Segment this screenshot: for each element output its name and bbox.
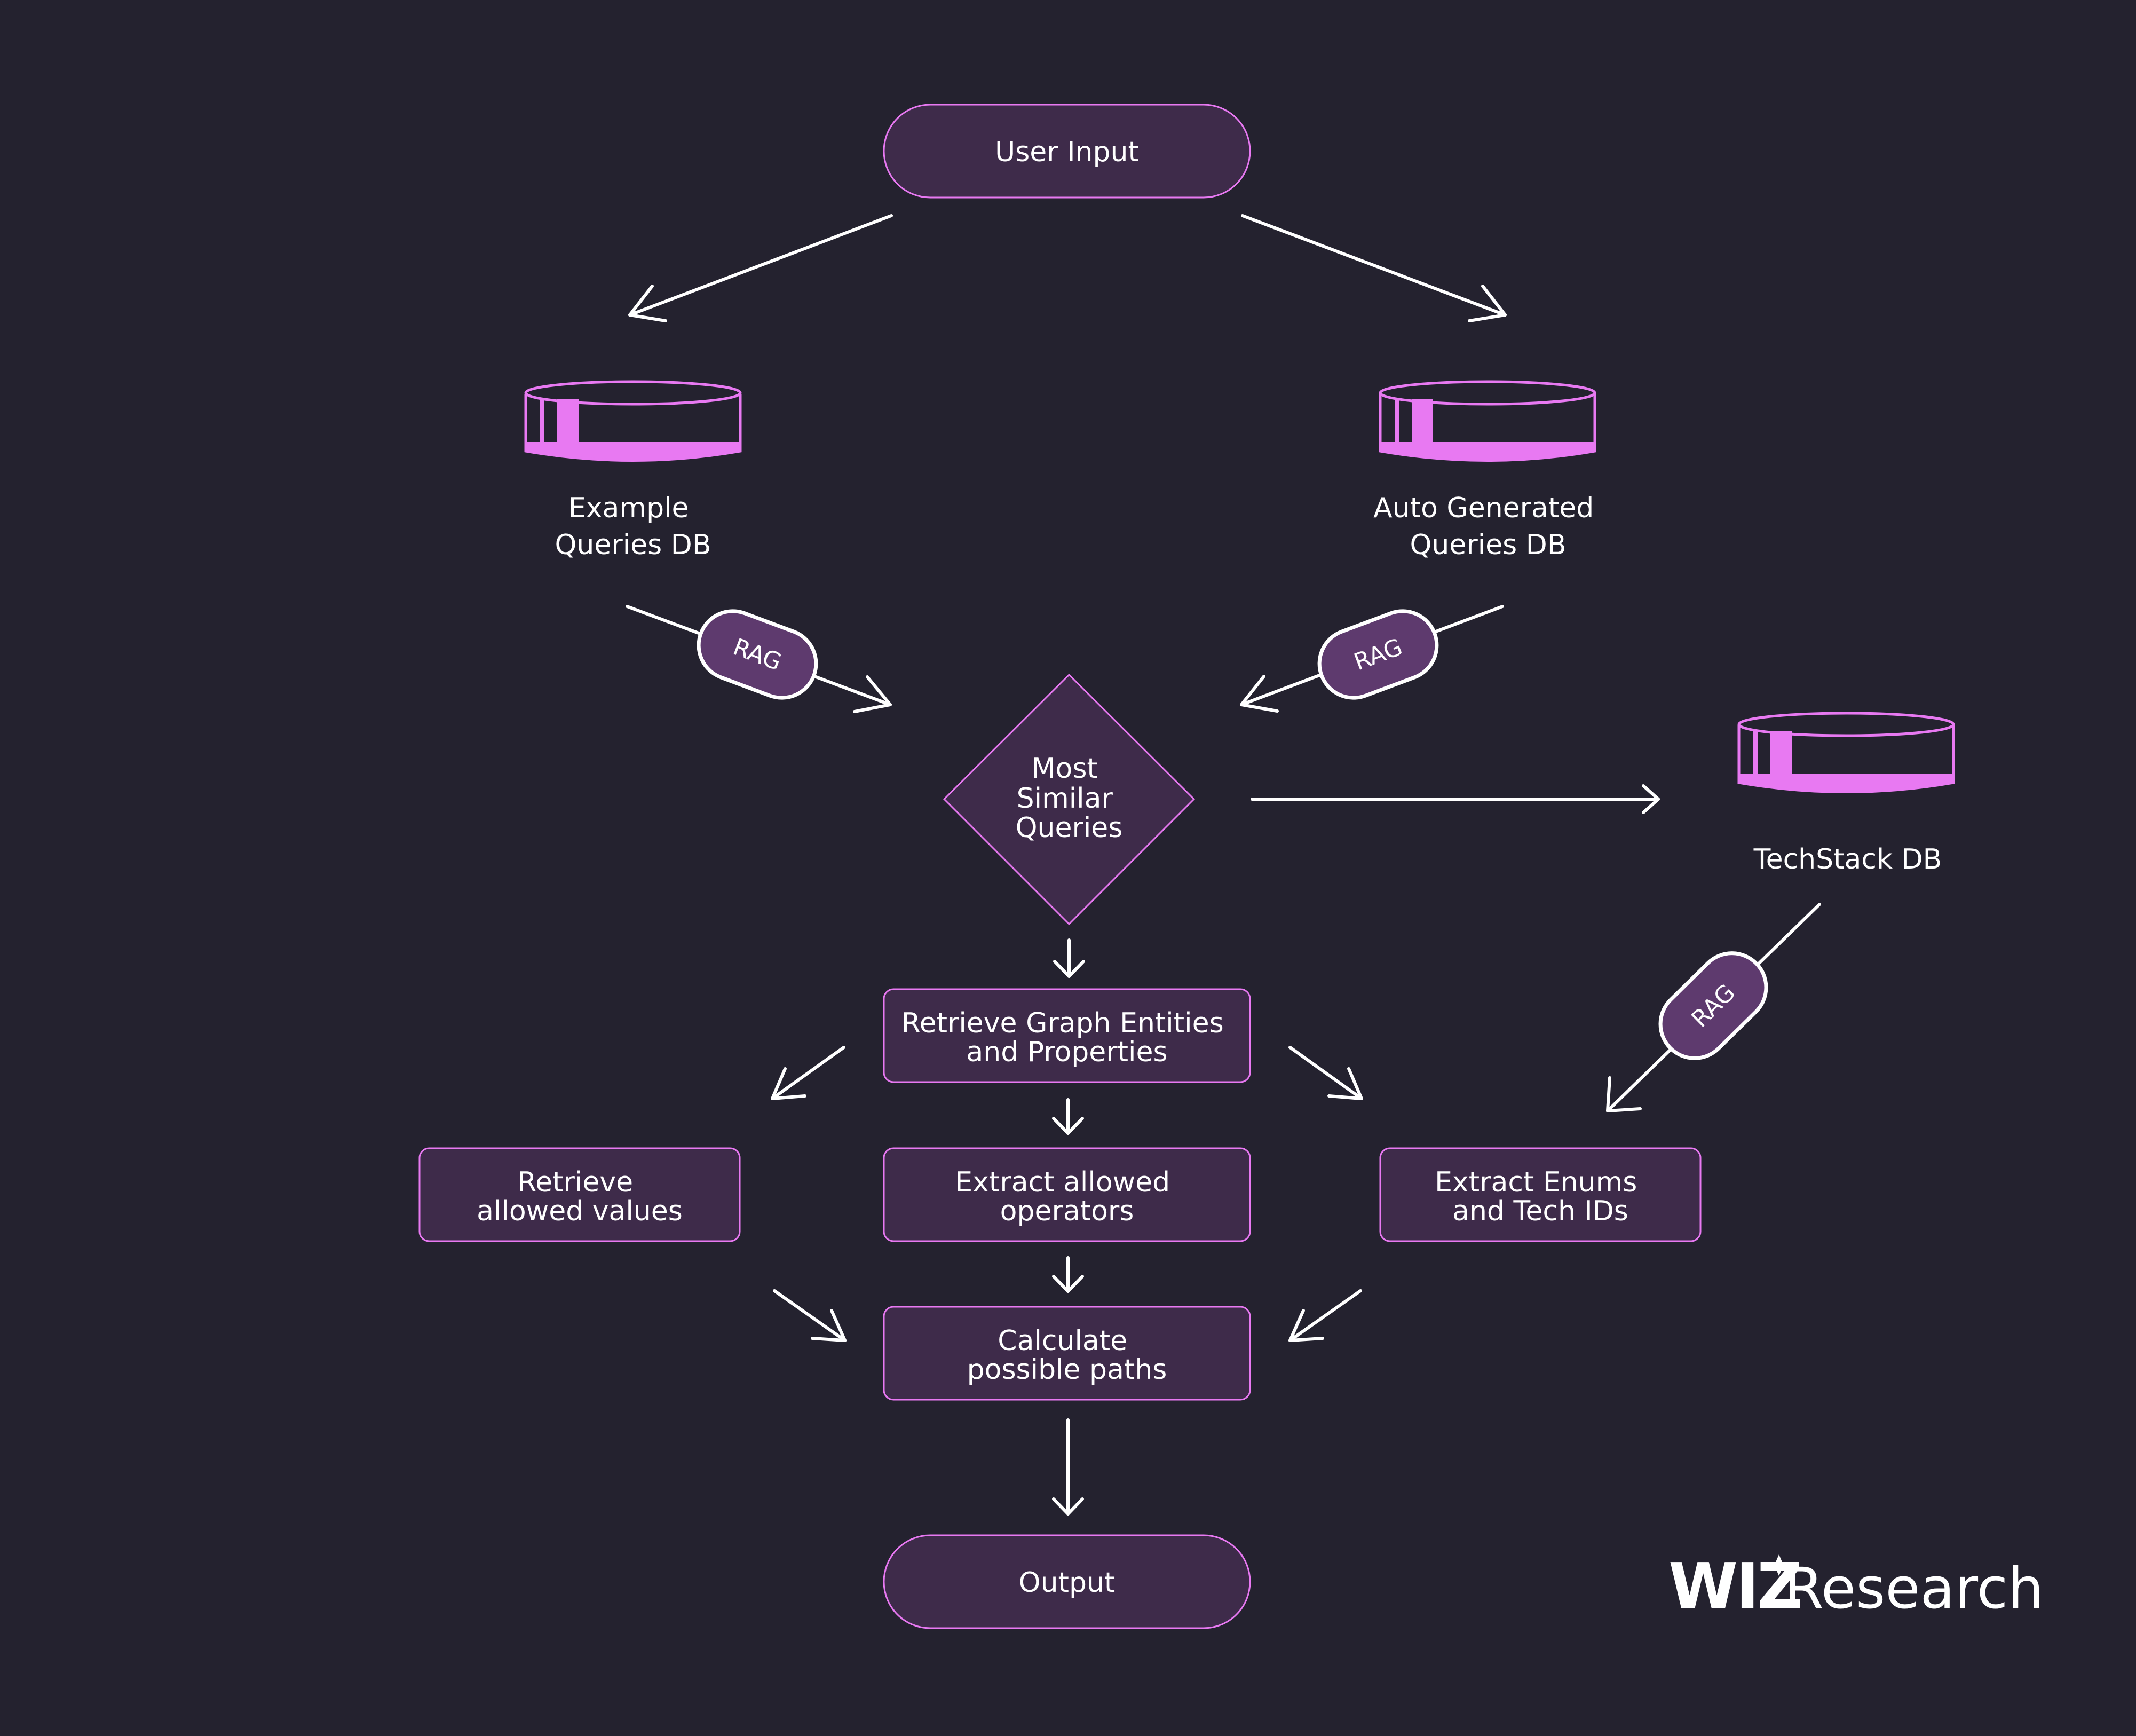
extract-allowed-operators-node: Extract allowed operators: [883, 1147, 1251, 1242]
output-node: Output: [883, 1534, 1251, 1629]
database-icon: [524, 380, 742, 462]
user-input-label: User Input: [995, 136, 1139, 168]
calculate-paths-label: Calculate possible paths: [967, 1325, 1167, 1386]
arrow-values-to-paths: [773, 1289, 847, 1342]
techstack-db-label: TechStack DB: [1753, 843, 1942, 875]
extract-allowed-operators-label: Extract allowed operators: [955, 1166, 1178, 1227]
arrow-graph-to-values: [771, 1046, 845, 1100]
arrow-similar-to-techstack: [1251, 784, 1660, 814]
arrow-user-to-auto-db: [1241, 214, 1507, 322]
calculate-paths-node: Calculate possible paths: [883, 1306, 1251, 1401]
example-queries-db-label: Example Queries DB: [555, 492, 711, 561]
arrow-user-to-example-db: [628, 214, 893, 322]
retrieve-graph-entities-label: Retrieve Graph Entities and Properties: [901, 1007, 1232, 1068]
arrow-similar-to-retrieve-graph: [1053, 938, 1085, 978]
database-icon: [1737, 712, 1955, 793]
output-label: Output: [1019, 1567, 1116, 1599]
arrow-enums-to-paths: [1288, 1289, 1362, 1342]
arrow-graph-to-enums: [1288, 1046, 1363, 1100]
arrow-paths-to-output: [1052, 1418, 1084, 1516]
extract-enums-node: Extract Enums and Tech IDs: [1379, 1147, 1702, 1242]
rag-tag-left: RAG: [697, 609, 818, 700]
wiz-research-logo: WIZ Research: [1668, 1549, 2044, 1623]
retrieve-graph-entities-node: Retrieve Graph Entities and Properties: [883, 988, 1251, 1083]
auto-generated-queries-db: Auto Generated Queries DB: [1373, 380, 1603, 561]
retrieve-allowed-values-node: Retrieve allowed values: [418, 1147, 741, 1242]
most-similar-queries-node: Most Similar Queries: [943, 673, 1196, 926]
sparkle-icon: [1768, 1554, 1790, 1576]
most-similar-queries-label: Most Similar Queries: [1016, 753, 1123, 844]
extract-enums-label: Extract Enums and Tech IDs: [1435, 1166, 1646, 1227]
example-queries-db: Example Queries DB: [524, 380, 742, 561]
retrieve-allowed-values-label: Retrieve allowed values: [477, 1166, 683, 1227]
user-input-node: User Input: [883, 104, 1251, 199]
arrow-operators-to-paths: [1052, 1256, 1084, 1293]
arrow-graph-to-operators: [1052, 1098, 1084, 1135]
techstack-db: TechStack DB: [1737, 712, 1955, 875]
rag-tag-right: RAG: [1317, 609, 1439, 700]
research-logo-text: Research: [1784, 1556, 2044, 1621]
auto-generated-queries-db-label: Auto Generated Queries DB: [1373, 492, 1603, 561]
rag-tag-techstack: RAG: [1658, 951, 1768, 1060]
database-icon: [1379, 380, 1596, 462]
